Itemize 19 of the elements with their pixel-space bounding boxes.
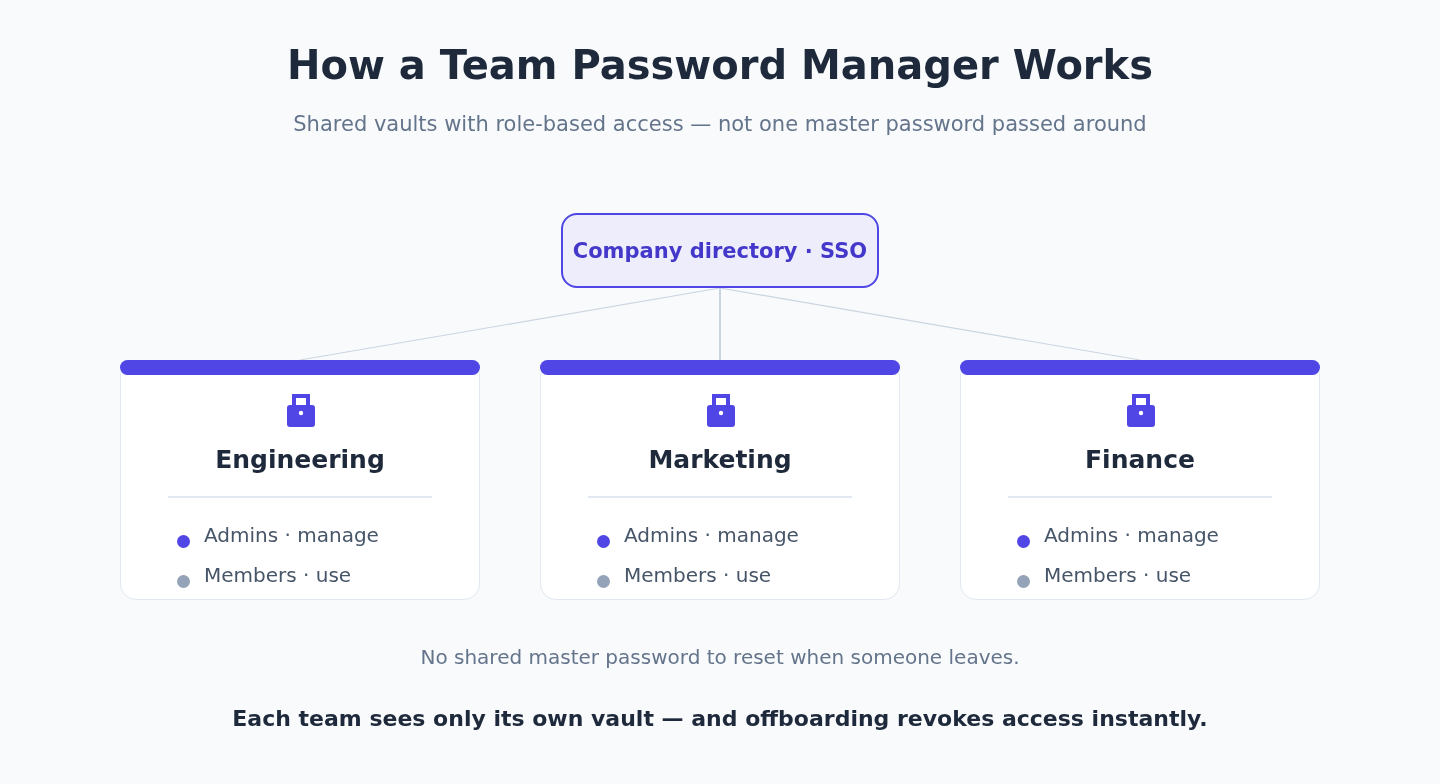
team-name: Engineering — [214, 445, 386, 474]
role-text: Members · use — [204, 563, 352, 587]
role-text: Admins · manage — [1044, 523, 1219, 547]
diagram-title: How a Team Password Manager Works — [286, 42, 1154, 88]
directory-box — [561, 213, 879, 288]
team-name: Finance — [1084, 445, 1196, 474]
role-text: Admins · manage — [204, 523, 379, 547]
role-text: Members · use — [624, 563, 772, 587]
team-name: Marketing — [647, 445, 793, 474]
subtitle: Shared vaults with role-based access — not one master password passed around — [293, 112, 1147, 136]
node-label: Company directory · SSO — [572, 238, 868, 263]
role-text: Members · use — [1044, 563, 1192, 587]
vault-card — [120, 360, 480, 600]
note-text: No shared master password to reset when someone leaves. — [420, 645, 1020, 669]
vault-card — [960, 360, 1320, 600]
role-text: Admins · manage — [624, 523, 799, 547]
vault-card — [540, 360, 900, 600]
summary-text: Each team sees only its own vault — and offboarding revokes access instantly. — [232, 706, 1208, 731]
connector-line — [719, 287, 721, 361]
